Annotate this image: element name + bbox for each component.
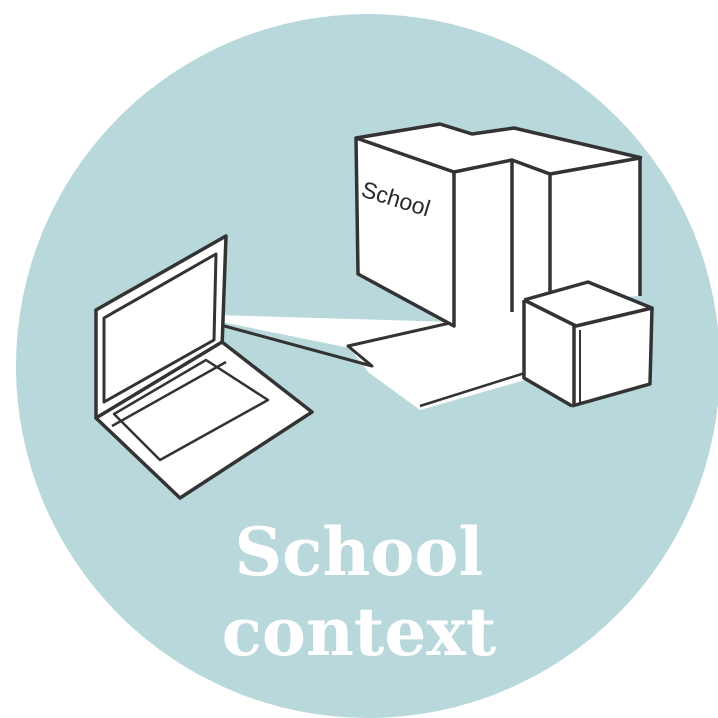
caption: School context (0, 512, 718, 672)
small-cube-icon (522, 280, 654, 408)
caption-line-1: School (234, 513, 484, 591)
connection-line (179, 305, 532, 410)
school-building-icon: School (354, 122, 643, 328)
caption-line-2: context (221, 593, 497, 671)
laptop-icon (94, 234, 314, 500)
